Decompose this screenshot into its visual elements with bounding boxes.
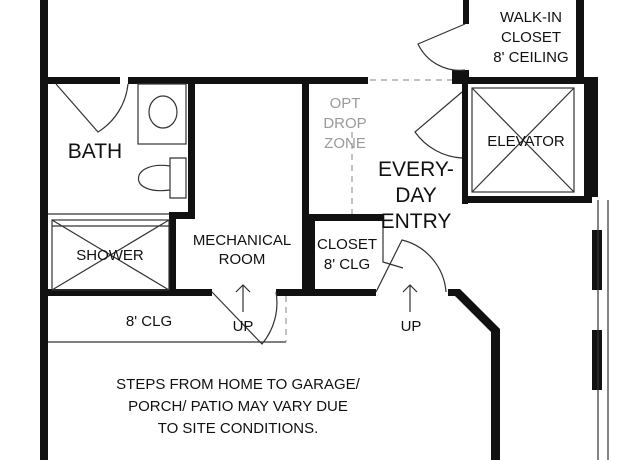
elevator-label: ELEVATOR	[487, 133, 565, 150]
site-note-line-1: STEPS FROM HOME TO GARAGE/	[116, 376, 360, 393]
thin-lines	[48, 83, 609, 460]
mechanical-door	[211, 291, 278, 345]
mechanical-room-label-2: ROOM	[219, 251, 266, 268]
room-labels: WALK-IN CLOSET 8' CEILING BATH OPT DROP …	[68, 9, 569, 437]
entry-door	[375, 239, 447, 293]
landing-ceiling-label: 8' CLG	[126, 313, 172, 330]
closet-label-2: 8' CLG	[324, 256, 370, 273]
closet-label-1: CLOSET	[317, 236, 377, 253]
walk-in-closet-label-1: WALK-IN	[500, 9, 562, 26]
opt-drop-zone-label-1: OPT	[330, 95, 361, 112]
everyday-entry-label-1: EVERY-	[378, 158, 454, 181]
site-note-line-3: TO SITE CONDITIONS.	[158, 420, 319, 437]
stair-up-right-label: UP	[401, 318, 422, 335]
stair-arrows	[235, 284, 418, 312]
walk-in-closet-door	[417, 23, 466, 71]
fixtures	[137, 95, 187, 199]
site-note-line-2: PORCH/ PATIO MAY VARY DUE	[128, 398, 348, 415]
everyday-entry-label-2: DAY	[395, 184, 437, 207]
walk-in-closet-label-3: 8' CEILING	[493, 49, 568, 66]
walls	[40, 0, 602, 460]
sink	[148, 95, 178, 129]
opt-drop-zone-label-3: ZONE	[324, 135, 366, 152]
bath-door	[55, 83, 129, 133]
doors	[55, 23, 466, 345]
closet-door	[382, 218, 404, 269]
toilet	[137, 157, 187, 199]
stair-arrow-left	[235, 284, 251, 312]
elevator-door	[414, 91, 463, 159]
mechanical-room-label-1: MECHANICAL	[193, 232, 291, 249]
dashed-lines	[285, 79, 452, 342]
everyday-entry-label-3: ENTRY	[381, 210, 452, 233]
bath-label: BATH	[68, 140, 122, 163]
shower-label: SHOWER	[76, 247, 144, 264]
walk-in-closet-label-2: CLOSET	[501, 29, 561, 46]
opt-drop-zone-label-2: DROP	[323, 115, 366, 132]
stair-arrow-right	[402, 284, 418, 312]
stair-up-left-label: UP	[233, 318, 254, 335]
